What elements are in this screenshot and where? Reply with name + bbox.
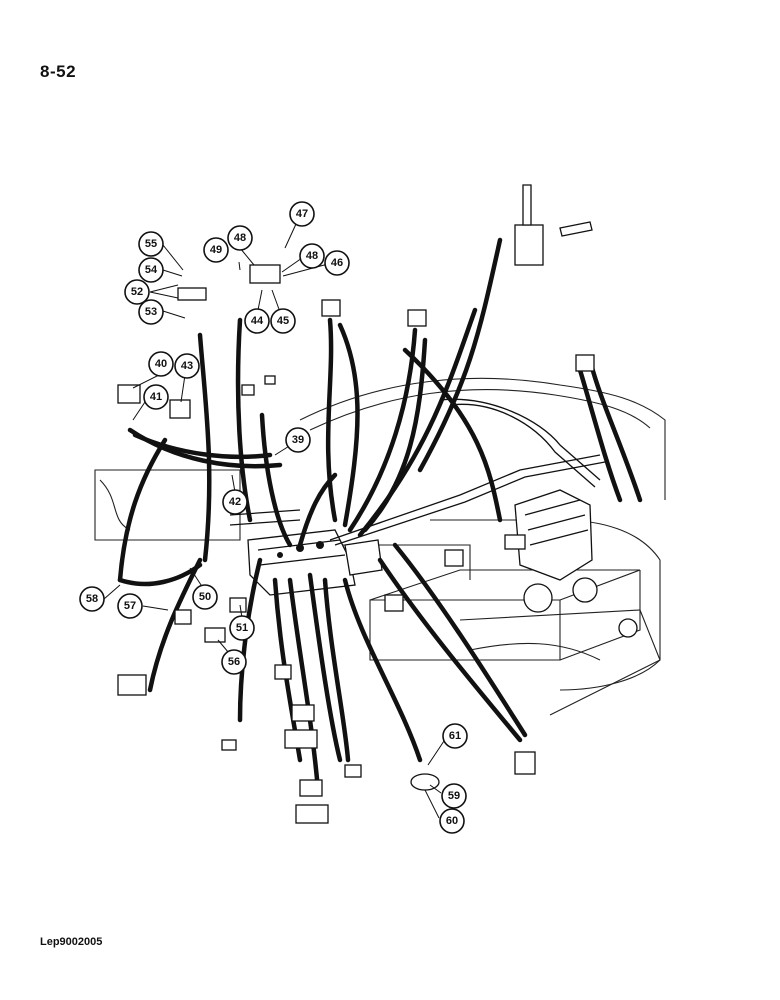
callout-label: 50 — [199, 591, 211, 603]
callout-41: 41 — [143, 384, 169, 410]
callout-52: 52 — [124, 279, 150, 305]
callout-label: 42 — [229, 496, 241, 508]
callout-59: 59 — [441, 783, 467, 809]
reference-code: Lep9002005 — [40, 936, 103, 948]
callout-44: 44 — [244, 308, 270, 334]
callout-label: 53 — [145, 306, 157, 318]
callout-56: 56 — [221, 649, 247, 675]
callout-label: 56 — [228, 656, 240, 668]
callout-label: 46 — [331, 257, 343, 269]
fittings — [117, 184, 595, 824]
callout-50: 50 — [192, 584, 218, 610]
callout-39: 39 — [285, 427, 311, 453]
callout-label: 45 — [277, 315, 289, 327]
control-valve — [247, 529, 383, 596]
callout-label: 59 — [448, 790, 460, 802]
callout-45: 45 — [270, 308, 296, 334]
callout-label: 40 — [155, 358, 167, 370]
hydraulic-pump — [504, 489, 638, 638]
callout-43: 43 — [174, 353, 200, 379]
callout-60: 60 — [439, 808, 465, 834]
callout-55: 55 — [138, 231, 164, 257]
callout-53: 53 — [138, 299, 164, 325]
callout-label: 55 — [145, 238, 157, 250]
page-number: 8-52 — [40, 62, 77, 81]
callout-label: 48 — [306, 250, 318, 262]
callout-46: 46 — [324, 250, 350, 276]
callout-42: 42 — [222, 489, 248, 515]
hydraulic-hoses — [117, 237, 643, 793]
callout-label: 57 — [124, 600, 136, 612]
callout-label: 47 — [296, 208, 308, 220]
callout-47: 47 — [289, 201, 315, 227]
callout-51: 51 — [229, 615, 255, 641]
callout-57: 57 — [117, 593, 143, 619]
callout-label: 43 — [181, 360, 193, 372]
callout-label: 44 — [251, 315, 264, 327]
callout-label: 39 — [292, 434, 304, 446]
callout-48-right: 48 — [299, 243, 325, 269]
callout-40: 40 — [148, 351, 174, 377]
callout-label: 60 — [446, 815, 458, 827]
callout-label: 52 — [131, 286, 143, 298]
callout-label: 49 — [210, 244, 222, 256]
callout-61: 61 — [442, 723, 468, 749]
callout-label: 41 — [150, 391, 162, 403]
callout-label: 51 — [236, 622, 248, 634]
callout-label: 54 — [145, 264, 158, 276]
machine-frame — [94, 377, 666, 716]
callout-label: 61 — [449, 730, 461, 742]
callout-48-top: 48 — [227, 225, 253, 251]
callout-58: 58 — [79, 586, 105, 612]
callout-label: 48 — [234, 232, 246, 244]
callout-label: 58 — [86, 593, 98, 605]
callout-49: 49 — [203, 237, 229, 263]
callout-54: 54 — [138, 257, 164, 283]
